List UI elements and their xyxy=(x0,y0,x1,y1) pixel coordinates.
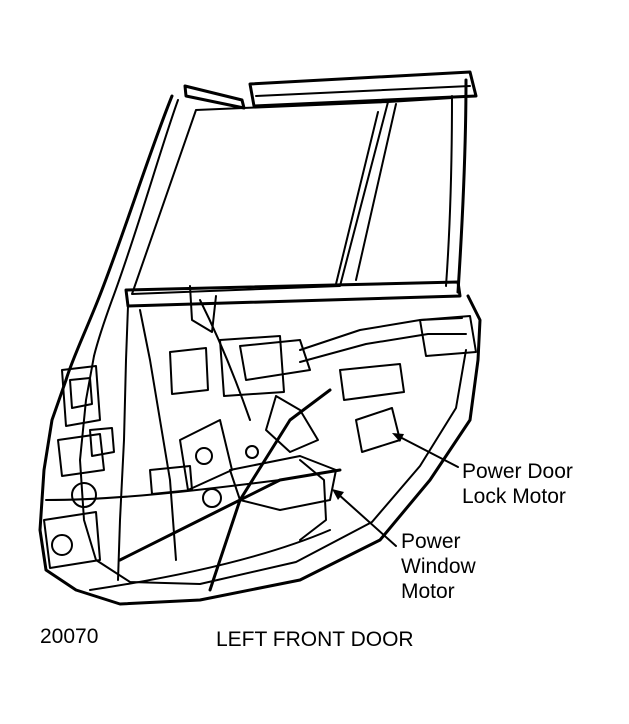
label-line: Power xyxy=(401,530,461,553)
lock-motor-arrowhead xyxy=(392,433,404,442)
power-window-motor-label: Power Window Motor xyxy=(401,529,476,604)
window-motor-arrowhead xyxy=(332,489,344,500)
label-line: Window xyxy=(401,555,476,578)
power-door-lock-motor-label: Power Door Lock Motor xyxy=(462,459,573,509)
inner-panel-mechanism xyxy=(45,299,477,592)
window-frame xyxy=(64,70,478,382)
figure-number: 20070 xyxy=(40,625,99,648)
hinge-assembly xyxy=(43,365,115,569)
window-motor-leader xyxy=(337,493,397,547)
door-shell xyxy=(38,294,482,606)
label-line: Power Door xyxy=(462,460,573,483)
label-line: Motor xyxy=(401,580,455,603)
figure-caption: LEFT FRONT DOOR xyxy=(216,628,414,651)
lock-motor-leader xyxy=(397,435,459,468)
label-line: Lock Motor xyxy=(462,485,566,508)
